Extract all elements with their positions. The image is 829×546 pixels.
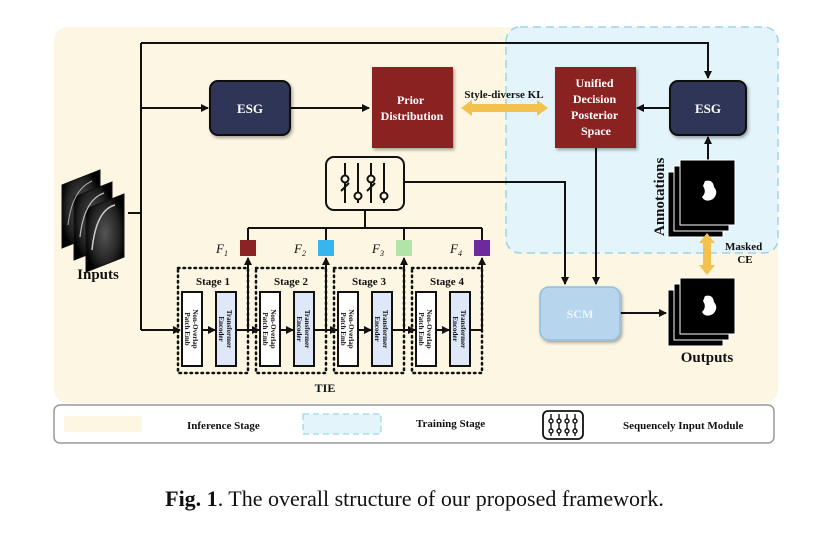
feature-subscript: 4 (458, 249, 462, 258)
legend-inference-swatch (64, 416, 142, 432)
outputs-image-stack (667, 277, 736, 347)
stage-4: Stage 4 Non-OverlapPatch Emb TransformerEn… (410, 257, 486, 375)
esg-right-box (669, 80, 747, 136)
feature-subscript: 2 (302, 249, 306, 258)
scm-box (539, 286, 621, 341)
posterior-line-1: Unified (575, 76, 613, 90)
legend: Inference Stage Training Stage Sequencel… (53, 404, 775, 444)
masked-ce-arrow (699, 233, 715, 275)
legend-training-swatch (302, 413, 382, 435)
esg-left-label: ESG (237, 101, 263, 116)
posterior-space-label: Unified Decision Posterior Space (571, 76, 621, 138)
transformer-encoder-label: TransformerEncoder (295, 310, 311, 348)
legend-sim-icon (542, 410, 584, 440)
prior-distribution-box (372, 67, 453, 148)
posterior-line-2: Decision (573, 92, 617, 106)
figure-caption: Fig. 1. The overall structure of our pro… (0, 486, 829, 512)
patch-embedding-label: Non-OverlapPatch Emb (417, 309, 433, 348)
style-diverse-kl-arrow (461, 100, 548, 116)
outputs-label: Outputs (681, 350, 734, 366)
stage-output-arrow (470, 257, 486, 331)
patch-embedding-label: Non-OverlapPatch Emb (183, 309, 199, 348)
stage-title: Stage 3 (352, 276, 386, 288)
stage-3: Stage 3 Non-OverlapPatch Emb TransformerEn… (332, 257, 416, 375)
scm-label: SCM (567, 307, 594, 321)
prior-line-2: Distribution (381, 109, 444, 123)
patch-embedding-label: Non-OverlapPatch Emb (261, 309, 277, 348)
stage-1: Stage 1 Non-OverlapPatch Emb TransformerEn… (176, 257, 260, 375)
feature-square (474, 240, 490, 256)
transformer-encoder-label: TransformerEncoder (451, 310, 467, 348)
sliders-icon (340, 163, 389, 203)
patch-embedding-label: Non-OverlapPatch Emb (339, 309, 355, 348)
masked-ce-label: Masked CE (725, 241, 765, 266)
inputs-image-stack (61, 169, 125, 273)
prior-line-1: Prior (397, 93, 425, 107)
stage-title: Stage 1 (196, 276, 230, 288)
feature-square (396, 240, 412, 256)
feature-square (240, 240, 256, 256)
feature-square (318, 240, 334, 256)
annotations-image-stack (667, 159, 736, 238)
training-region (505, 26, 779, 254)
legend-inference-label: Inference Stage (187, 420, 260, 432)
annotations-label: Annotations (652, 157, 668, 236)
output-mask-shape (702, 295, 717, 316)
tie-label: TIE (315, 381, 336, 395)
transformer-encoder-label: TransformerEncoder (217, 310, 233, 348)
stage-title: Stage 4 (430, 276, 464, 288)
prior-distribution-label: Prior Distribution (381, 93, 444, 123)
esg-left-box (209, 80, 291, 136)
masked-ce-line-2: CE (737, 254, 752, 266)
posterior-line-4: Space (581, 124, 612, 138)
connectors (128, 42, 712, 334)
stage-title: Stage 2 (274, 276, 308, 288)
sequencely-input-module (325, 156, 405, 211)
transformer-encoder-label: TransformerEncoder (373, 310, 389, 348)
feature-subscript: 1 (224, 249, 228, 258)
inputs-label: Inputs (77, 267, 119, 283)
masked-ce-line-1: Masked (725, 241, 762, 253)
stage-2: Stage 2 Non-OverlapPatch Emb TransformerEn… (254, 257, 338, 375)
posterior-space-box (555, 67, 636, 148)
caption-label: Fig. 1 (165, 486, 218, 511)
annotation-mask-shape (702, 180, 717, 201)
caption-text: . The overall structure of our proposed … (217, 486, 664, 511)
posterior-line-3: Posterior (571, 108, 619, 122)
legend-training-label: Training Stage (416, 418, 485, 430)
feature-subscript: 3 (379, 249, 384, 258)
esg-right-label: ESG (695, 101, 721, 116)
legend-sim-label: Sequencely Input Module (623, 420, 744, 432)
kl-label: Style-diverse KL (464, 89, 543, 101)
